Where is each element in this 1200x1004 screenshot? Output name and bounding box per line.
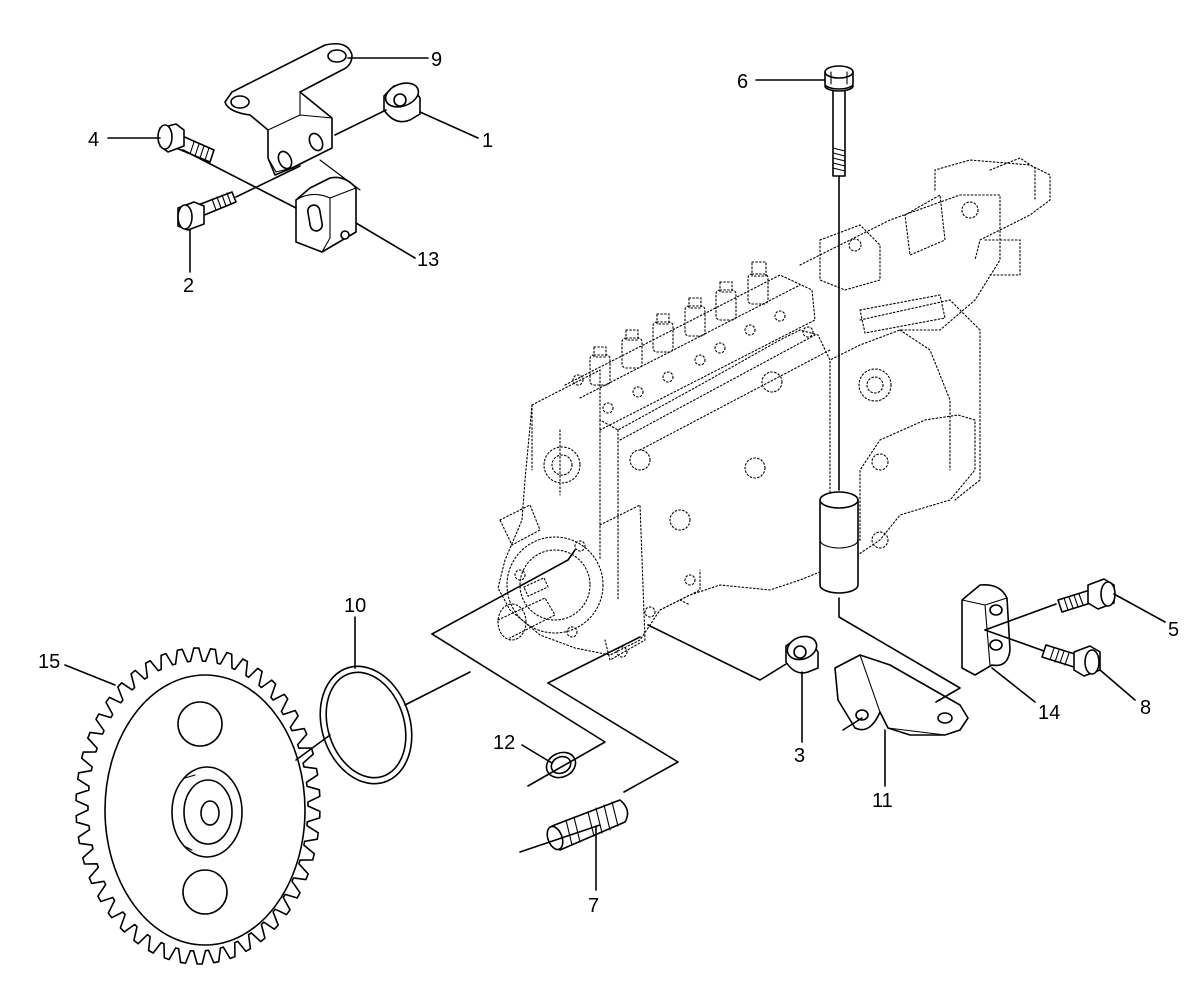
callout-6: 6: [737, 71, 748, 93]
flange-bolt-icon: [177, 191, 237, 231]
callout-labels: 1 2 3 4 5 6 7 8 9 10 11 12 13 14 15: [38, 49, 1179, 917]
gear-icon: [75, 647, 321, 965]
stud-icon: [546, 799, 629, 851]
callout-15: 15: [38, 651, 60, 673]
callout-3: 3: [794, 745, 805, 767]
o-ring-icon: [319, 665, 413, 785]
callout-14: 14: [1038, 702, 1060, 724]
callout-4: 4: [88, 129, 99, 151]
injection-pump-icon: [497, 157, 1051, 661]
callout-11: 11: [872, 790, 893, 812]
leader-lines: [64, 57, 1166, 891]
flange-nut-icon: [785, 635, 819, 674]
callout-8: 8: [1140, 697, 1151, 719]
bracket-icon: [834, 654, 969, 736]
bracket-icon: [224, 42, 353, 176]
washer-icon: [545, 751, 577, 779]
callout-10: 10: [344, 595, 366, 617]
flange-bolt-icon: [1057, 578, 1116, 613]
assembly-lines: [182, 109, 1057, 853]
flange-bolt-icon: [1041, 644, 1101, 677]
flange-nut-icon: [383, 82, 421, 123]
callout-1: 1: [482, 130, 493, 152]
callout-9: 9: [431, 49, 442, 71]
callout-2: 2: [183, 275, 194, 297]
bracket-icon: [295, 176, 357, 253]
callout-5: 5: [1168, 619, 1179, 641]
flange-bolt-icon: [157, 123, 215, 163]
callout-12: 12: [493, 732, 515, 754]
callout-7: 7: [588, 895, 599, 917]
pump-boss-icon: [819, 491, 859, 594]
flange-bolt-icon: [824, 65, 854, 491]
callout-13: 13: [417, 249, 439, 271]
